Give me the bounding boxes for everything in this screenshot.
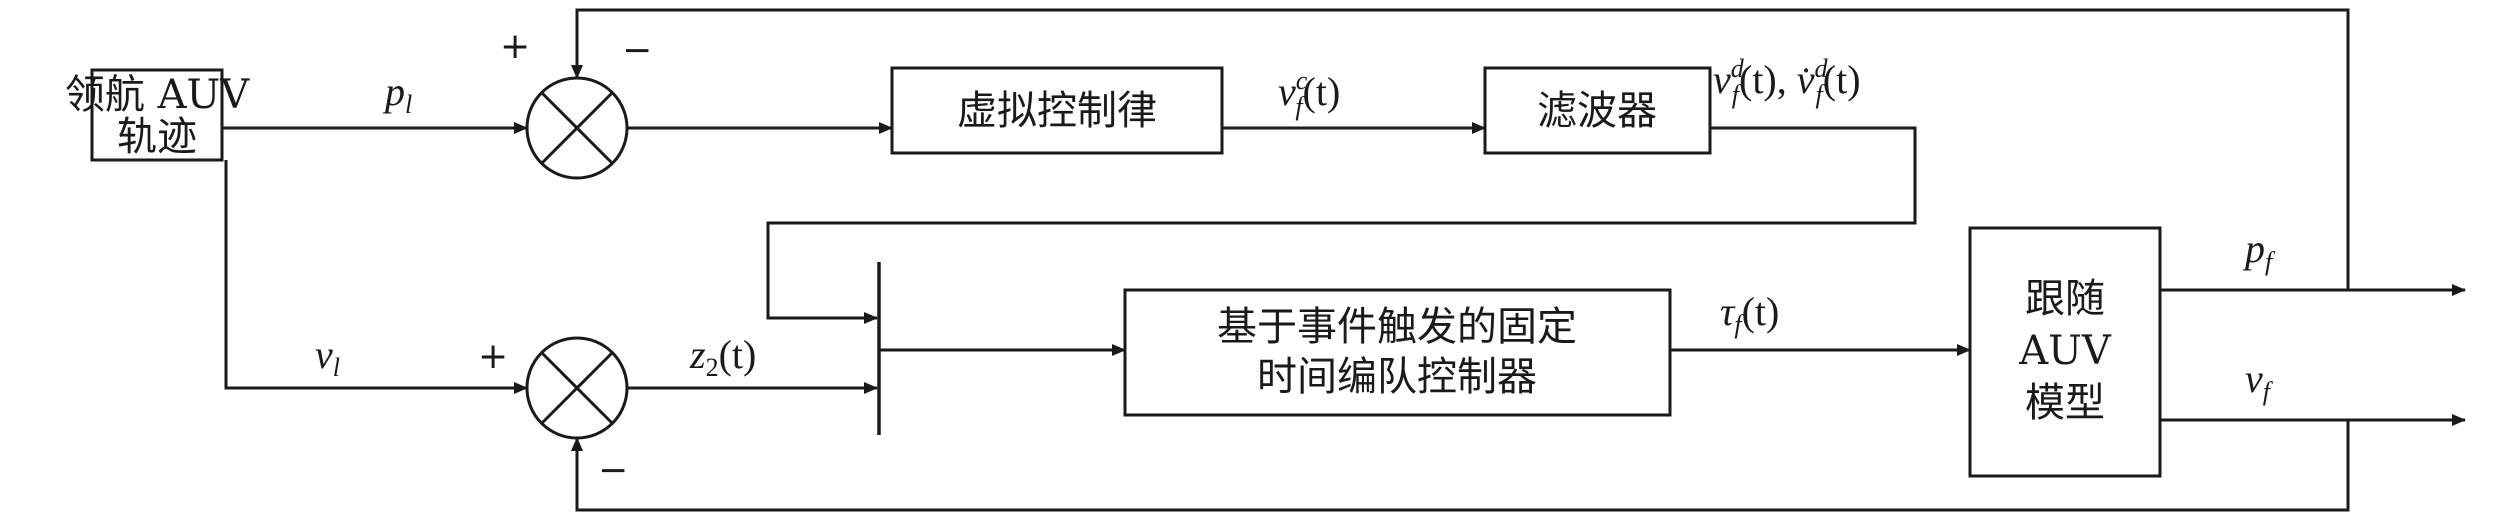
follower-auv-model-block — [1968, 226, 2162, 478]
label-z2: z2(t) — [689, 332, 756, 382]
controller-block-line2: 时间编队控制器 — [1257, 354, 1537, 400]
virtual-control-law-block — [890, 66, 1224, 155]
follower-block-line3: 模型 — [2025, 380, 2105, 426]
wire-pf-feedback — [571, 8, 2350, 290]
top-summing-junction — [525, 76, 629, 180]
filter-block — [1483, 66, 1712, 155]
controller-block-line1: 基于事件触发的固定 — [1217, 304, 1577, 350]
formation-controller-block — [1123, 288, 1672, 417]
leader-block-line1: 领航 AUV — [65, 72, 250, 118]
top-plus-sign: + — [500, 26, 530, 67]
label-p-f: pf — [2242, 226, 2276, 276]
leader-trajectory-block — [90, 68, 224, 162]
follower-block-line2: AUV — [2018, 328, 2112, 374]
wire-vf-feedback — [571, 420, 2350, 512]
leader-block-line2: 轨迹 — [117, 114, 197, 160]
top-minus-sign: − — [622, 30, 652, 71]
label-p-l: pl — [382, 69, 412, 119]
label-v-l: vl — [315, 332, 340, 382]
follower-block-line1: 跟随 — [2025, 276, 2105, 322]
label-tau-f: τf(t) — [1720, 289, 1779, 339]
bottom-summing-junction — [525, 336, 629, 440]
bottom-plus-sign: + — [478, 336, 508, 377]
wire-vl — [224, 160, 528, 394]
virtual-block-label: 虚拟控制律 — [957, 88, 1157, 134]
bottom-minus-sign: − — [598, 450, 628, 491]
label-v-f: vf — [2245, 356, 2274, 406]
wire-filter-to-junction — [766, 126, 1917, 324]
filter-block-label: 滤波器 — [1537, 88, 1657, 134]
